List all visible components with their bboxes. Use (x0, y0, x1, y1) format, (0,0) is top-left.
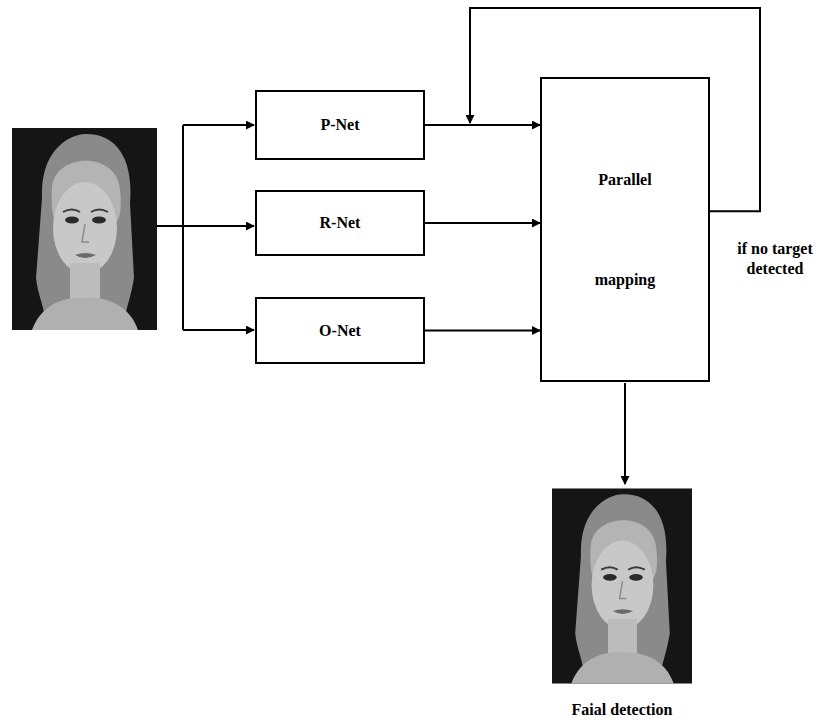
node-label: Parallel mapping (585, 130, 665, 330)
edge-label: if no target detected (714, 239, 836, 279)
output-arrow (624, 383, 626, 484)
mapping-box: Parallel mapping (540, 77, 710, 382)
split-line (182, 125, 184, 330)
node-label: O-Net (319, 321, 361, 341)
split-arrow (183, 124, 254, 126)
flow-arrow (425, 222, 540, 224)
flow-arrow (425, 330, 540, 332)
input-face-photo (12, 128, 157, 330)
output-face-photo (552, 488, 692, 683)
network-box: O-Net (255, 297, 425, 364)
flow-arrow (425, 124, 540, 126)
split-line (157, 225, 183, 227)
node-label: R-Net (320, 213, 361, 233)
node-label: P-Net (320, 115, 359, 135)
caption-label: Faial detection (542, 700, 702, 720)
network-box: R-Net (255, 190, 425, 256)
network-box: P-Net (255, 90, 425, 160)
split-arrow (183, 329, 254, 331)
split-arrow (183, 225, 254, 227)
